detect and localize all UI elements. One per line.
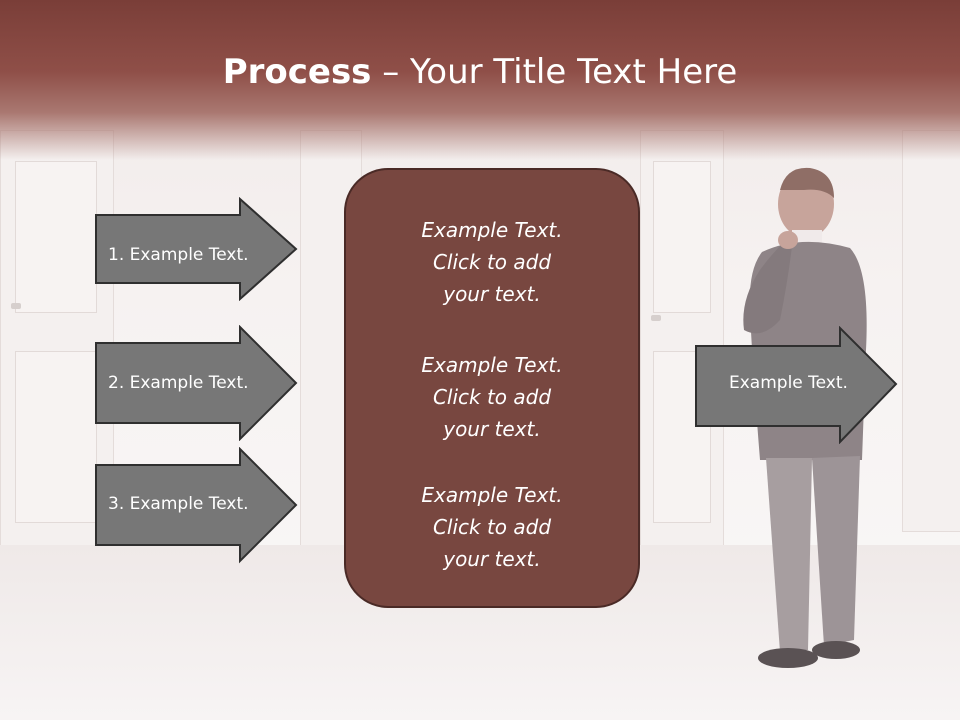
door-left [0, 130, 114, 552]
step-2-arrow[interactable] [94, 325, 300, 441]
header-band [0, 0, 960, 160]
center-block-3: Example Text. Click to add your text. [421, 483, 563, 571]
result-label: Example Text. [729, 373, 848, 393]
door-right [902, 130, 960, 532]
center-block-1: Example Text. Click to add your text. [421, 218, 563, 306]
title-rest: – Your Title Text Here [371, 52, 738, 92]
step-3-arrow[interactable] [94, 447, 300, 565]
slide-title[interactable]: Process – Your Title Text Here [0, 52, 960, 92]
step-2-label: 2. Example Text. [108, 373, 249, 393]
center-block-2: Example Text. Click to add your text. [421, 353, 563, 441]
title-bold: Process [222, 52, 372, 92]
result-arrow[interactable] [694, 326, 900, 444]
step-1-label: 1. Example Text. [108, 245, 249, 265]
step-3-label: 3. Example Text. [108, 494, 249, 514]
step-1-arrow[interactable] [94, 197, 300, 301]
door-center-right [640, 130, 724, 552]
center-text-box[interactable]: Example Text. Click to add your text. Ex… [344, 168, 640, 608]
